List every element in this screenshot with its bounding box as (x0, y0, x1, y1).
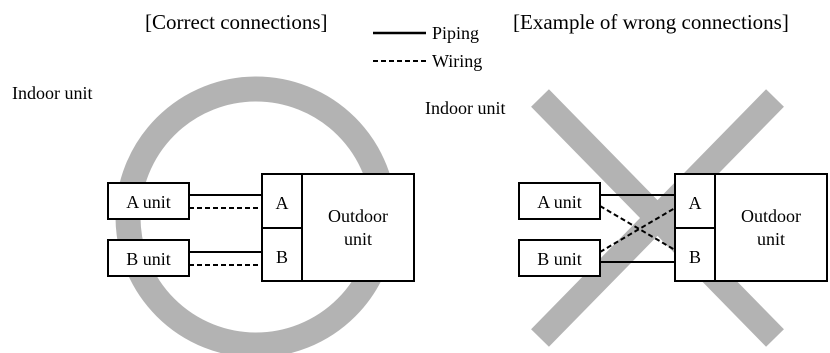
wrong-a-unit-box (518, 182, 601, 220)
correct-a-unit-box (107, 182, 190, 220)
wrong-outdoor-label-line1: Outdoor (741, 206, 801, 226)
correct-outdoor-label-line2: unit (344, 229, 372, 249)
correct-b-unit-box (107, 239, 190, 277)
correct-b-unit-label: B unit (126, 249, 171, 269)
correct-port-a: A (276, 193, 289, 213)
correct-port-b: B (276, 247, 288, 267)
correct-a-unit-label: A unit (126, 192, 171, 212)
wrong-port-b: B (689, 247, 701, 267)
wrong-b-unit-box (518, 239, 601, 277)
wrong-port-a: A (689, 193, 702, 213)
legend: Piping Wiring (373, 23, 482, 71)
wrong-indoor-label: Indoor unit (425, 98, 506, 118)
correct-indoor-label: Indoor unit (12, 83, 93, 103)
wrong-diagram: Indoor unit A unit B unit A B Outdoor un… (425, 89, 828, 347)
wrong-outdoor-label-line2: unit (757, 229, 785, 249)
legend-wiring-label: Wiring (432, 51, 482, 71)
wrong-a-unit-label: A unit (537, 192, 582, 212)
wrong-heading: [Example of wrong connections] (513, 10, 789, 34)
wrong-a-wiring-crossed (599, 205, 676, 251)
wrong-b-wiring-crossed (599, 207, 676, 253)
wrong-b-unit-label: B unit (537, 249, 582, 269)
correct-outdoor-label-line1: Outdoor (328, 206, 388, 226)
legend-piping-label: Piping (432, 23, 479, 43)
correct-heading: [Correct connections] (145, 10, 328, 34)
correct-diagram: Indoor unit A unit B unit A B Outdoor un… (12, 76, 415, 353)
